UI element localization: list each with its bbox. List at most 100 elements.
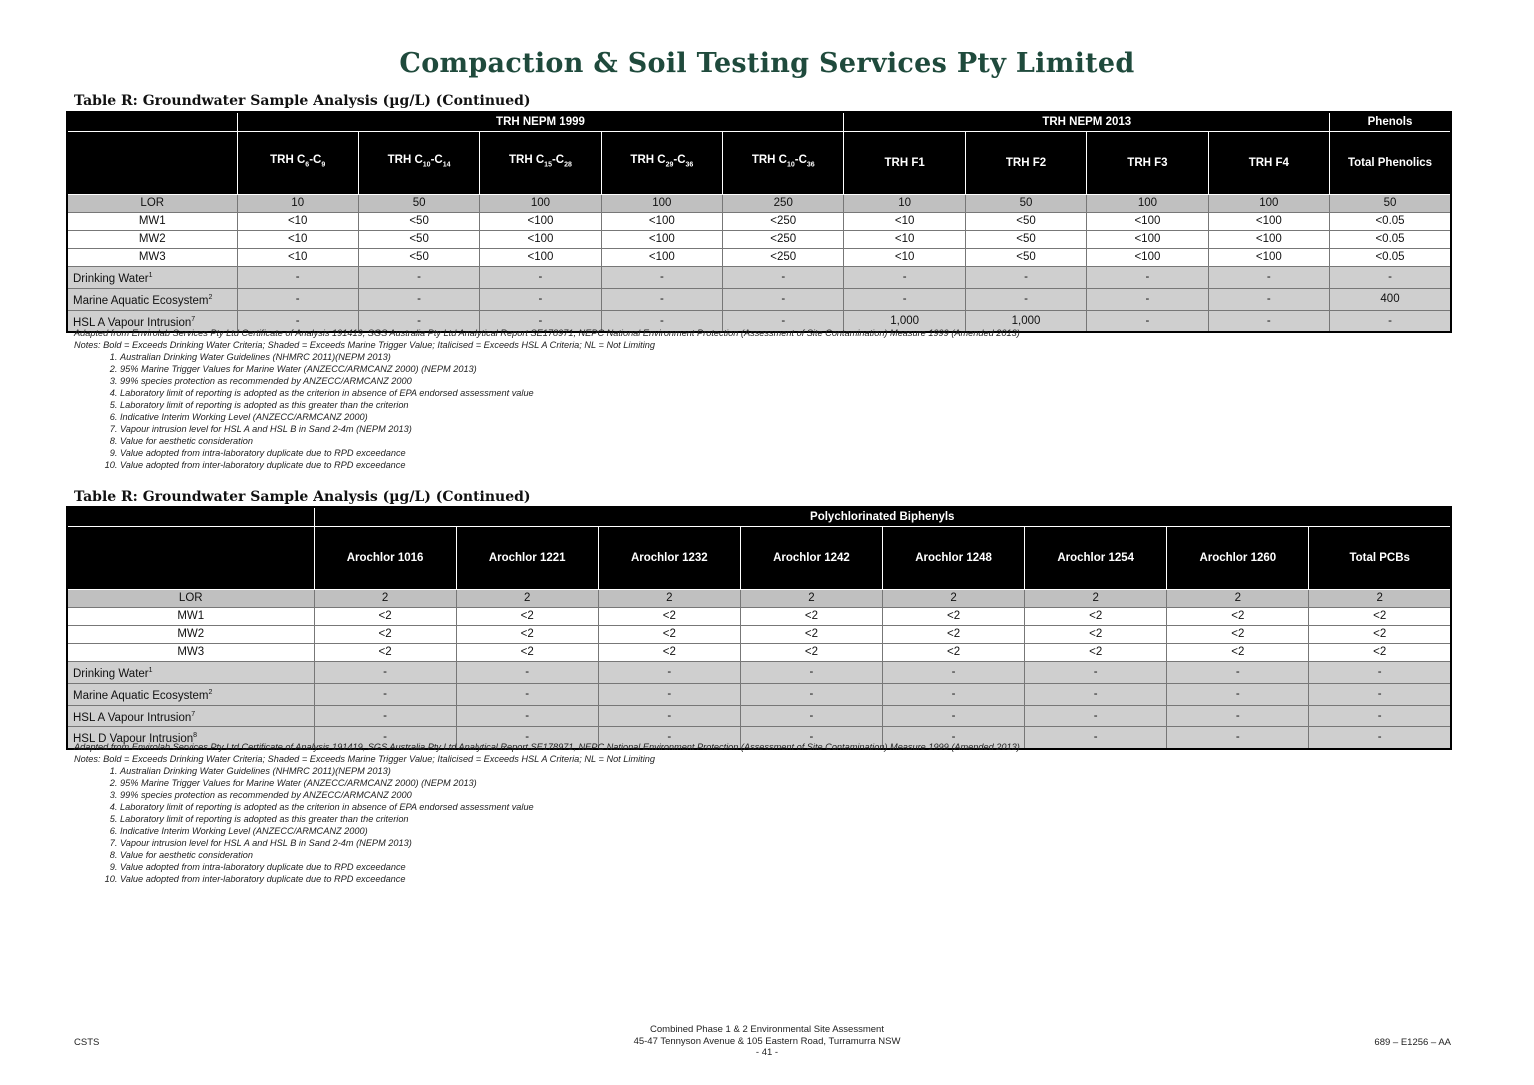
notes-adapted: Adapted from Envirolab Services Pty Ltd … bbox=[74, 742, 1020, 752]
note-item: 99% species protection as recommended by… bbox=[120, 789, 1020, 801]
note-item: 95% Marine Trigger Values for Marine Wat… bbox=[120, 363, 1020, 375]
subscript: 28 bbox=[564, 161, 572, 169]
table-cell: <2 bbox=[881, 607, 1026, 626]
table-cell: <100 bbox=[600, 212, 724, 231]
column-header: TRH C10-C14 bbox=[357, 131, 481, 195]
table-cell: 100 bbox=[1086, 194, 1209, 213]
table2-notes: Adapted from Envirolab Services Pty Ltd … bbox=[74, 741, 1020, 885]
row-label-text: LOR bbox=[140, 197, 165, 209]
footer-left: CSTS bbox=[74, 1037, 100, 1048]
note-item: Laboratory limit of reporting is adopted… bbox=[120, 813, 1020, 825]
group-phenols: Phenols bbox=[1329, 111, 1452, 132]
table-cell: <2 bbox=[881, 625, 1026, 644]
table-cell: - bbox=[479, 287, 602, 311]
row-label-text: MW2 bbox=[177, 628, 205, 640]
note-item: Vapour intrusion level for HSL A and HSL… bbox=[120, 837, 1020, 849]
row-label: Marine Aquatic Ecosystem2 bbox=[66, 287, 238, 311]
group-pcb: Polychlorinated Biphenyls bbox=[313, 506, 1452, 527]
table-cell: - bbox=[479, 266, 602, 289]
table-cell: <2 bbox=[455, 643, 599, 662]
table-row: Drinking Water1---------- bbox=[66, 266, 1452, 289]
table-cell: - bbox=[1207, 309, 1331, 333]
table-cell: 100 bbox=[479, 194, 602, 213]
notes-list: Australian Drinking Water Guidelines (NH… bbox=[74, 765, 1020, 885]
table-cell: <100 bbox=[479, 212, 602, 231]
table1-notes: Adapted from Envirolab Services Pty Ltd … bbox=[74, 327, 1020, 471]
column-header-text: Arochlor 1248 bbox=[915, 552, 992, 564]
table-cell: <10 bbox=[236, 248, 359, 267]
table-cell: - bbox=[1308, 682, 1452, 706]
table-cell: 50 bbox=[964, 194, 1088, 213]
table-cell: - bbox=[1329, 309, 1452, 333]
table-cell: - bbox=[313, 704, 457, 728]
footer-right: 689 – E1256 – AA bbox=[1374, 1037, 1451, 1048]
header-blank bbox=[66, 111, 238, 132]
table-cell: - bbox=[597, 704, 741, 728]
column-header-text: Arochlor 1232 bbox=[630, 552, 708, 564]
column-header-row: Arochlor 1016 Arochlor 1221 Arochlor 1232 A… bbox=[66, 526, 1452, 590]
table-cell: <100 bbox=[600, 248, 724, 267]
column-header-text: -C bbox=[430, 154, 443, 167]
table-cell: <100 bbox=[1086, 212, 1209, 231]
row-label-text: HSL D Vapour Intrusion bbox=[73, 733, 194, 746]
table-cell: 400 bbox=[1329, 287, 1452, 311]
column-header: TRH F3 bbox=[1086, 131, 1209, 195]
table-cell: <10 bbox=[843, 248, 966, 267]
column-header-text: Arochlor 1016 bbox=[346, 552, 424, 564]
column-header: Arochlor 1248 bbox=[881, 526, 1026, 590]
row-label: Marine Aquatic Ecosystem2 bbox=[66, 682, 315, 706]
subscript: 10 bbox=[786, 161, 795, 169]
table-cell: 50 bbox=[357, 194, 481, 213]
table-cell: <2 bbox=[1024, 625, 1168, 644]
note-item: Laboratory limit of reporting is adopted… bbox=[120, 801, 1020, 813]
table-cell: <250 bbox=[722, 212, 845, 231]
column-header: Total PCBs bbox=[1308, 526, 1452, 590]
note-ref: 2 bbox=[208, 293, 213, 301]
table-cell: <0.05 bbox=[1329, 212, 1452, 231]
table-cell: <100 bbox=[479, 248, 602, 267]
table-cell: - bbox=[597, 682, 741, 706]
row-label: MW2 bbox=[66, 625, 315, 644]
table-cell: 2 bbox=[1024, 589, 1168, 608]
table-cell: - bbox=[1024, 661, 1168, 684]
column-header-text: TRH F2 bbox=[1005, 157, 1047, 169]
table1-caption: Table R: Groundwater Sample Analysis (µg… bbox=[74, 93, 531, 109]
table-row: HSL A Vapour Intrusion7-------- bbox=[66, 704, 1452, 728]
column-header-text: Arochlor 1242 bbox=[773, 552, 850, 564]
table-cell: - bbox=[313, 726, 457, 750]
footer-address: 45-47 Tennyson Avenue & 105 Eastern Road… bbox=[633, 1035, 901, 1047]
table-cell: 100 bbox=[1207, 194, 1331, 213]
table-row: HSL D Vapour Intrusion8-------- bbox=[66, 726, 1452, 750]
subscript: 14 bbox=[442, 161, 451, 169]
row-label: MW1 bbox=[66, 212, 238, 231]
table-row: Marine Aquatic Ecosystem2---------400 bbox=[66, 287, 1452, 311]
subscript: 15 bbox=[544, 161, 552, 169]
table-cell: - bbox=[881, 704, 1026, 728]
subscript: 10 bbox=[422, 161, 431, 169]
table-cell: 2 bbox=[455, 589, 599, 608]
note-item: Value adopted from inter-laboratory dupl… bbox=[120, 459, 1020, 471]
table-cell: <100 bbox=[479, 230, 602, 249]
column-header: Arochlor 1221 bbox=[455, 526, 599, 590]
table-cell: - bbox=[722, 266, 845, 289]
table-cell: - bbox=[739, 726, 884, 750]
table-cell: <50 bbox=[964, 230, 1088, 249]
table-row: MW2<2<2<2<2<2<2<2<2 bbox=[66, 625, 1452, 644]
table-cell: <2 bbox=[597, 643, 741, 662]
note-ref: 8 bbox=[193, 732, 198, 740]
table-cell: <10 bbox=[236, 230, 359, 249]
table-cell: 2 bbox=[739, 589, 884, 608]
column-header: TRH C15-C28 bbox=[479, 131, 602, 195]
row-label-text: LOR bbox=[178, 592, 203, 604]
table-cell: - bbox=[479, 309, 602, 333]
column-header: Arochlor 1016 bbox=[313, 526, 457, 590]
row-label: Drinking Water1 bbox=[66, 266, 238, 289]
column-header: Arochlor 1254 bbox=[1024, 526, 1168, 590]
notes-legend: Notes: Bold = Exceeds Drinking Water Cri… bbox=[74, 340, 655, 350]
table-cell: <2 bbox=[313, 625, 457, 644]
subscript: 6 bbox=[305, 161, 310, 169]
table-cell: - bbox=[1308, 704, 1452, 728]
